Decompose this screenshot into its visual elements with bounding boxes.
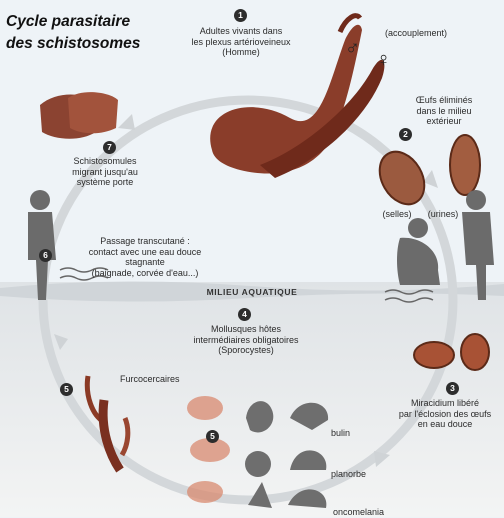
step-3-text: Miracidium libéré par l'éclosion des œuf… bbox=[386, 398, 504, 430]
female-symbol: ♀ bbox=[376, 50, 391, 70]
snail-bulin-label: bulin bbox=[331, 428, 371, 439]
snail-planorbe-label: planorbe bbox=[331, 469, 381, 480]
person-crouching-silhouette bbox=[397, 218, 440, 285]
step-3-badge: 3 bbox=[446, 382, 459, 395]
step-4-text: Mollusques hôtes intermédiaires obligato… bbox=[176, 324, 316, 356]
mating-label: (accouplement) bbox=[375, 28, 457, 39]
step-5-text: Furcocercaires bbox=[120, 374, 210, 385]
step-1-badge: 1 bbox=[234, 9, 247, 22]
step-7-text: Schistosomules migrant jusqu'au système … bbox=[60, 156, 150, 188]
step-2-badge: 2 bbox=[399, 128, 412, 141]
step-7-badge: 7 bbox=[103, 141, 116, 154]
miracidium-2 bbox=[461, 334, 489, 370]
title-line-2: des schistosomes bbox=[6, 33, 140, 55]
egg-urine bbox=[450, 135, 480, 195]
step-1-text: Adultes vivants dans les plexus artériov… bbox=[176, 26, 306, 58]
step-2-text: Œufs éliminés dans le milieu extérieur bbox=[400, 95, 488, 127]
male-symbol: ♂ bbox=[345, 38, 360, 58]
step-6-text: Passage transcutané : contact avec une e… bbox=[70, 236, 220, 278]
snail-oncomelania-label: oncomelania bbox=[333, 507, 403, 518]
arrow-head-top bbox=[118, 114, 135, 130]
step-5b-badge: 5 bbox=[206, 430, 219, 443]
title-line-1: Cycle parasitaire bbox=[6, 11, 140, 33]
aquatic-zone-label: MILIEU AQUATIQUE bbox=[0, 287, 504, 297]
miracidium-1 bbox=[414, 342, 454, 368]
step-5-badge: 5 bbox=[60, 383, 73, 396]
step-6-badge: 6 bbox=[39, 249, 52, 262]
schistosomule-2 bbox=[68, 92, 118, 133]
stool-label: (selles) bbox=[374, 209, 420, 220]
step-4-badge: 4 bbox=[238, 308, 251, 321]
diagram-title: Cycle parasitaire des schistosomes bbox=[6, 11, 140, 55]
urine-label: (urines) bbox=[420, 209, 466, 220]
